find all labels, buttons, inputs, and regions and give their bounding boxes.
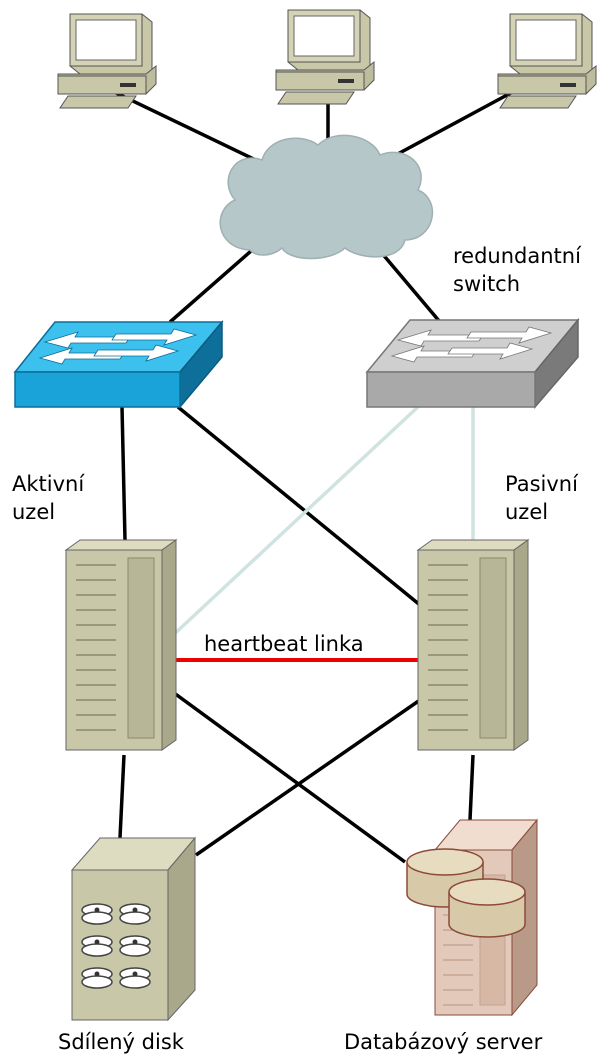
link-switch-passive-node bbox=[176, 405, 422, 607]
links bbox=[109, 86, 521, 864]
link-pc-left bbox=[109, 88, 263, 165]
link-redundant-active-node bbox=[168, 403, 422, 640]
passive-node-label: Pasivní uzel bbox=[505, 472, 578, 524]
link-active-disk bbox=[118, 754, 126, 839]
link-pc-right bbox=[393, 86, 521, 158]
computer-icon bbox=[57, 13, 157, 109]
active-node-label: Aktivní uzel bbox=[12, 472, 85, 524]
shared-disk-label: Sdílený disk bbox=[58, 1030, 184, 1054]
computer-icon bbox=[275, 9, 375, 105]
switch-icon bbox=[13, 319, 224, 410]
link-active-db bbox=[168, 688, 407, 864]
tower-server-icon bbox=[417, 539, 529, 751]
link-switch-active-node bbox=[120, 406, 127, 541]
link-passive-db bbox=[468, 754, 475, 821]
link-passive-disk bbox=[195, 698, 421, 857]
redundant-switch-label: redundantní switch bbox=[453, 244, 581, 296]
database-server-icon bbox=[406, 818, 539, 1017]
disk-array-icon bbox=[70, 836, 197, 1022]
tower-server-icon bbox=[65, 539, 177, 751]
computer-icon bbox=[497, 13, 597, 109]
cloud-icon bbox=[219, 134, 434, 260]
heartbeat-label: heartbeat linka bbox=[204, 632, 364, 656]
link-cloud-redundant-switch bbox=[373, 243, 442, 324]
switch-icon bbox=[365, 317, 580, 410]
db-server-label: Databázový server bbox=[344, 1030, 543, 1054]
